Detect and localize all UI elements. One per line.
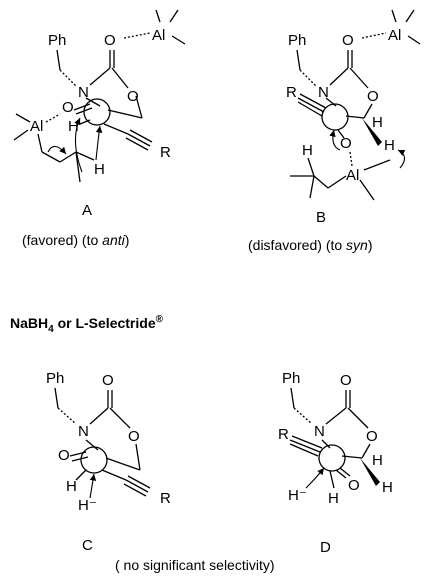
ring-oxygen-label: O xyxy=(366,428,378,445)
structure-c: Ph N O O O H R H⁻ C xyxy=(46,370,171,554)
hydride-h-label: H xyxy=(302,142,313,159)
ring-h-label: H xyxy=(372,452,383,469)
bottom-caption: ( no significant selectivity) xyxy=(115,557,275,573)
ring-h-label: H xyxy=(372,114,383,131)
aldehyde-h-label: H xyxy=(66,478,77,495)
reagent-heading: NaBH4 or L-Selectride® xyxy=(10,314,164,335)
r-group-label: R xyxy=(286,84,297,101)
hydride-label: H⁻ xyxy=(78,497,97,514)
aluminum-top-label: Al xyxy=(152,27,165,44)
structure-a-caption: (favored) (to anti) xyxy=(22,232,129,248)
structure-a-letter: A xyxy=(82,202,92,219)
r-group-label: R xyxy=(160,490,171,507)
hydride-h-label: H xyxy=(94,161,105,178)
aldehyde-h-label: H xyxy=(328,490,339,507)
aldehyde-oxygen-label: O xyxy=(340,135,352,152)
structure-b-caption: (disfavored) (to syn) xyxy=(248,237,373,253)
aldehyde-oxygen-label: O xyxy=(348,477,360,494)
curved-arrow-hydride xyxy=(89,473,97,499)
r-group-label: R xyxy=(160,144,171,161)
aldehyde-oxygen-label: O xyxy=(58,447,70,464)
aluminum-left-label: Al xyxy=(30,118,43,135)
carbonyl-oxygen-label: O xyxy=(340,372,352,389)
structure-d: Ph N O O H H R O H H⁻ D xyxy=(278,370,393,556)
structure-a: Ph N O Al O O H R Al xyxy=(13,9,186,248)
ring-h2-label: H xyxy=(382,479,393,496)
curved-arrow xyxy=(47,145,67,155)
structure-b: Ph N O Al O H H R O Al H xyxy=(248,9,421,253)
nitrogen-label: N xyxy=(78,423,89,440)
carbonyl-oxygen-label: O xyxy=(104,32,116,49)
aldehyde-oxygen-label: O xyxy=(62,99,74,116)
newman-circle xyxy=(318,444,346,472)
curved-arrow-attack xyxy=(74,117,83,173)
newman-circle xyxy=(83,98,111,126)
ring-h2-label: H xyxy=(384,137,395,154)
hashed-bond xyxy=(59,69,77,87)
carbonyl-oxygen-label: O xyxy=(102,372,114,389)
curved-arrow-hydride xyxy=(305,467,325,489)
structure-c-letter: C xyxy=(82,537,93,554)
nitrogen-label: N xyxy=(78,84,89,101)
phenyl-label: Ph xyxy=(288,32,306,49)
wedge-bond xyxy=(360,458,380,486)
aldehyde-h-label: H xyxy=(68,118,79,135)
r-group-label: R xyxy=(278,426,289,443)
nitrogen-label: N xyxy=(318,84,329,101)
aluminum-top-label: Al xyxy=(388,27,401,44)
structure-d-letter: D xyxy=(320,539,331,556)
curved-arrow xyxy=(397,149,406,169)
structure-b-letter: B xyxy=(316,209,326,226)
phenyl-label: Ph xyxy=(282,370,300,387)
curved-arrow-hydride xyxy=(95,125,103,161)
carbonyl-oxygen-label: O xyxy=(342,32,354,49)
ring-oxygen-label: O xyxy=(127,88,139,105)
nitrogen-label: N xyxy=(314,423,325,440)
curved-arrow-hydride xyxy=(329,129,341,151)
aluminum-bottom-label: Al xyxy=(346,167,359,184)
wedge-bond xyxy=(362,118,382,146)
newman-circle xyxy=(80,446,108,474)
phenyl-label: Ph xyxy=(46,370,64,387)
ring-oxygen-label: O xyxy=(128,428,140,445)
ring-oxygen-label: O xyxy=(367,88,379,105)
phenyl-label: Ph xyxy=(48,32,66,49)
hydride-label: H⁻ xyxy=(288,487,307,504)
